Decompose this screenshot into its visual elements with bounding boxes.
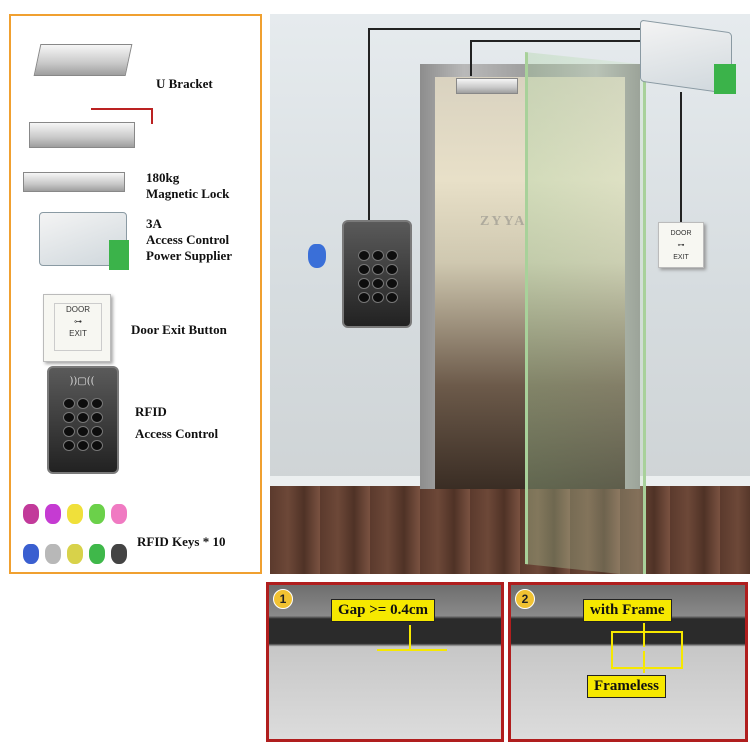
keypad-key (372, 292, 384, 303)
rfid-key-fob (89, 544, 105, 564)
example-number-badge: 1 (273, 589, 293, 609)
label-exit-button: Door Exit Button (131, 322, 227, 337)
exit-button-inner: DOOR ⊶ EXIT (54, 303, 102, 351)
frameless-arrow-up (643, 651, 645, 673)
keypad-key (77, 398, 89, 409)
keypad-key (386, 264, 398, 275)
example-gap-panel: 1 Gap >= 0.4cm (266, 582, 504, 742)
rfid-key-fob (111, 544, 127, 564)
wood-floor (270, 484, 750, 574)
keypad-key (372, 278, 384, 289)
keypad-key (63, 412, 75, 423)
label-rfid-access-control: RFID Access Control (135, 404, 219, 441)
frameless-callout: Frameless (587, 675, 666, 698)
installation-scene: DOOR ⊶ EXIT ZYYA (270, 14, 750, 574)
wire-top (368, 28, 668, 30)
with-frame-callout: with Frame (583, 599, 672, 622)
rfid-key-fob (45, 544, 61, 564)
installed-terminal-block (714, 64, 736, 94)
wire-to-lock (470, 40, 670, 42)
blue-rfid-key-fob (308, 244, 326, 268)
label-u-bracket: U Bracket (156, 76, 213, 91)
rfid-key-fob (23, 544, 39, 564)
lock-wires (91, 108, 153, 124)
keypad-key (358, 264, 370, 275)
doorway-interior (435, 77, 625, 489)
u-bracket-image (33, 44, 133, 76)
exit-button-image: DOOR ⊶ EXIT (43, 294, 111, 362)
keypad-key (358, 250, 370, 261)
frame-highlight-box (611, 631, 683, 669)
keypad-key (77, 440, 89, 451)
rfid-keypad-image: ))▢(( (47, 366, 119, 474)
keypad-key (91, 398, 103, 409)
installed-rfid-keypad (342, 220, 412, 328)
keypad-key (63, 440, 75, 451)
watermark: ZYYA (480, 214, 527, 229)
gap-marker-line (377, 649, 447, 651)
terminal-block (109, 240, 129, 270)
keypad-key (63, 426, 75, 437)
keypad-key (358, 292, 370, 303)
keypad-key (91, 412, 103, 423)
gap-callout: Gap >= 0.4cm (331, 599, 436, 622)
wire-lock-drop (470, 40, 472, 76)
keypad-key (63, 398, 75, 409)
key-icon: ⊶ (677, 242, 685, 249)
rfid-symbol-icon: ))▢(( (69, 376, 95, 387)
keypad-key (386, 278, 398, 289)
installed-exit-button: DOOR ⊶ EXIT (658, 222, 704, 268)
keypad-key (372, 250, 384, 261)
parts-list-panel: U Bracket 180kg Magnetic Lock 3A Access … (9, 14, 262, 574)
keypad-key (386, 292, 398, 303)
magnetic-lock-image (29, 122, 135, 148)
rfid-key-fob (23, 504, 39, 524)
label-magnetic-lock: 180kg Magnetic Lock (146, 170, 230, 201)
example-number-badge: 2 (515, 589, 535, 609)
wire-keypad-drop (368, 28, 370, 220)
installed-magnetic-lock (456, 78, 518, 94)
keypad-key (372, 264, 384, 275)
rfid-key-fob (45, 504, 61, 524)
keypad-key (91, 440, 103, 451)
keypad-key (77, 426, 89, 437)
example-frame-panel: 2 with Frame Frameless (508, 582, 748, 742)
frame-arrow-down (643, 623, 645, 647)
wire-exit-drop (680, 92, 682, 222)
power-supply-image (39, 212, 127, 266)
rfid-key-fob (89, 504, 105, 524)
rfid-key-fob (67, 544, 83, 564)
armature-plate-image (23, 172, 125, 192)
key-icon: ⊶ (74, 317, 82, 326)
gap-arrow (409, 625, 411, 649)
keypad-key (77, 412, 89, 423)
rfid-key-fob (67, 504, 83, 524)
label-rfid-keys: RFID Keys * 10 (137, 534, 226, 549)
keypad-key (358, 278, 370, 289)
glass-door (525, 52, 646, 574)
rfid-key-fob (111, 504, 127, 524)
keypad-key (91, 426, 103, 437)
keypad-key (386, 250, 398, 261)
label-power-supply: 3A Access Control Power Supplier (146, 216, 233, 263)
